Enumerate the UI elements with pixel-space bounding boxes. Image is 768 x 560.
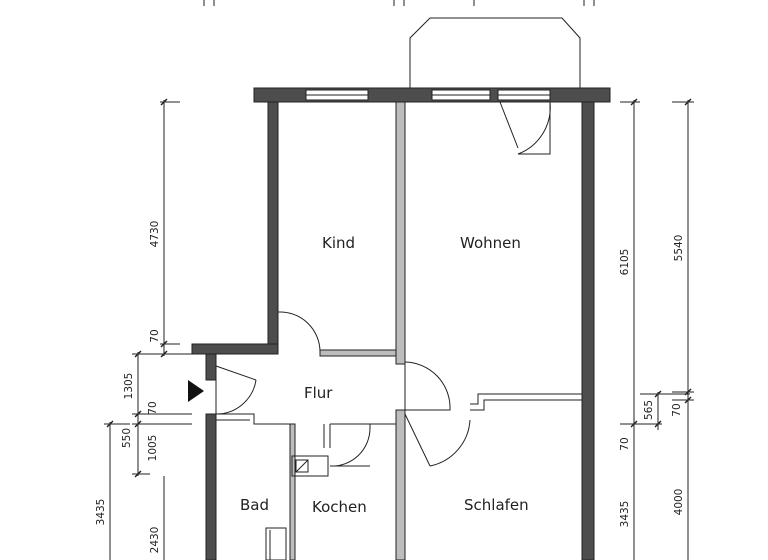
dim-right-inner-3: 70 bbox=[619, 437, 631, 450]
flur-top-wall-left bbox=[191, 343, 279, 355]
flur-bottom-walls bbox=[216, 413, 396, 428]
left-dimension-upper bbox=[160, 98, 180, 358]
left-dimension-middle bbox=[132, 350, 192, 478]
door-wohnen bbox=[499, 101, 551, 155]
dim-left-mid-4: 550 bbox=[121, 428, 133, 448]
dim-right-outer-3: 4000 bbox=[673, 489, 685, 516]
dim-left-lower-1: 3435 bbox=[95, 499, 107, 526]
dim-right-inner-4: 3435 bbox=[619, 501, 631, 528]
top-dimension-fragments bbox=[203, 0, 595, 6]
left-wall-lower bbox=[205, 353, 217, 381]
room-label-schlafen: Schlafen bbox=[464, 496, 529, 514]
dim-right-inner-2: 565 bbox=[643, 400, 655, 420]
room-label-kind: Kind bbox=[322, 234, 355, 252]
right-wall bbox=[581, 101, 595, 560]
top-wall bbox=[253, 87, 611, 103]
left-wall-bottom bbox=[205, 413, 217, 560]
dim-right-inner-1: 6105 bbox=[619, 249, 631, 276]
dim-right-outer-2: 70 bbox=[671, 403, 683, 416]
stove-icon bbox=[291, 455, 329, 477]
door-entrance bbox=[215, 365, 257, 415]
flur-top-wall-right bbox=[319, 349, 397, 357]
dim-left-mid-2: 70 bbox=[147, 401, 159, 414]
bay-window bbox=[409, 17, 581, 88]
dim-left-upper-2: 70 bbox=[149, 329, 161, 342]
wall-kind-wohnen bbox=[395, 101, 406, 365]
door-kochen bbox=[329, 427, 371, 467]
door-schlafen bbox=[404, 413, 471, 467]
dim-left-lower-2: 2430 bbox=[149, 527, 161, 554]
entrance-arrow-icon bbox=[188, 380, 204, 402]
right-dimension-inner bbox=[620, 98, 690, 560]
wall-kochen-schlafen bbox=[395, 409, 406, 560]
left-dimension-lower bbox=[104, 420, 165, 560]
schlafen-top-wall bbox=[470, 393, 582, 411]
room-label-flur: Flur bbox=[304, 384, 333, 402]
room-label-bad: Bad bbox=[240, 496, 269, 514]
room-label-wohnen: Wohnen bbox=[460, 234, 521, 252]
wall-bad-kochen bbox=[289, 423, 296, 560]
dim-left-mid-3: 1005 bbox=[147, 435, 159, 462]
right-dimension-outer bbox=[672, 98, 694, 560]
dim-left-upper-1: 4730 bbox=[149, 221, 161, 248]
door-kind bbox=[277, 311, 321, 353]
left-wall-upper bbox=[267, 101, 279, 355]
room-label-kochen: Kochen bbox=[312, 498, 367, 516]
dim-right-outer-1: 5540 bbox=[673, 235, 685, 262]
door-flur-wohnen bbox=[404, 361, 451, 411]
bathtub bbox=[265, 527, 287, 560]
dim-left-mid-1: 1305 bbox=[123, 373, 135, 400]
